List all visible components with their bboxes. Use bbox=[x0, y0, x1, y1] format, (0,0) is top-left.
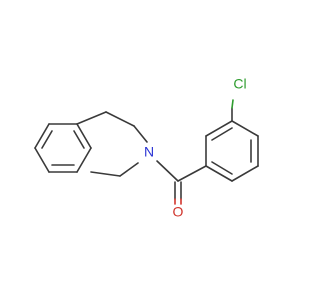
bond bbox=[76, 123, 92, 149]
bond bbox=[205, 120, 233, 137]
bond bbox=[205, 165, 233, 182]
bond bbox=[34, 123, 50, 149]
bond bbox=[34, 147, 50, 173]
structure-canvas: N O Cl bbox=[34, 76, 259, 220]
chlorine-atom: Cl bbox=[233, 76, 246, 92]
carbonyl-group bbox=[174, 181, 182, 205]
benzo-ring bbox=[34, 123, 92, 173]
double-bond-line bbox=[211, 161, 233, 175]
double-bond-line bbox=[41, 130, 53, 149]
oxygen-atom: O bbox=[173, 204, 184, 220]
bond bbox=[177, 165, 207, 182]
double-bond-line bbox=[211, 127, 233, 141]
molecule-diagram: N O Cl bbox=[34, 76, 259, 220]
chlorophenyl-ring bbox=[205, 120, 259, 182]
bond bbox=[133, 125, 148, 143]
bond bbox=[90, 171, 121, 177]
bond bbox=[231, 165, 259, 182]
bond bbox=[231, 120, 259, 137]
double-bond-line bbox=[73, 130, 85, 149]
saturated-ring bbox=[76, 111, 148, 177]
bond bbox=[76, 111, 107, 125]
bond bbox=[105, 111, 135, 127]
bond bbox=[231, 99, 234, 109]
nitrogen-atom: N bbox=[144, 144, 154, 160]
bond bbox=[76, 147, 92, 173]
bond bbox=[119, 162, 139, 177]
bond bbox=[156, 160, 179, 182]
